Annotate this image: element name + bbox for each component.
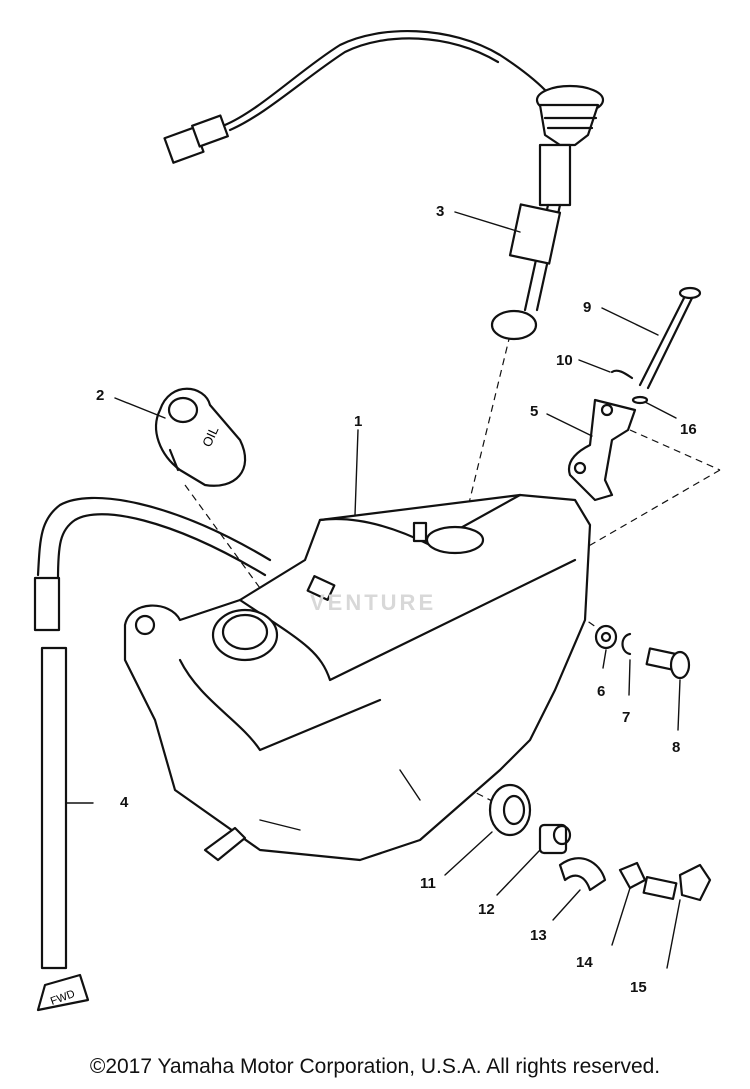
watermark: VENTURE — [310, 590, 437, 615]
part-label-15: 15 — [630, 979, 647, 996]
part-label-1: 1 — [354, 413, 363, 430]
part-label-5: 5 — [530, 403, 539, 420]
part-label-11: 11 — [420, 875, 436, 892]
part-label-9: 9 — [583, 299, 592, 316]
breather-hose-drawing: FWD — [33, 496, 272, 1012]
long-bolt-drawing — [631, 286, 702, 405]
copyright-notice: ©2017 Yamaha Motor Corporation, U.S.A. A… — [89, 1055, 661, 1078]
bracket-drawing — [567, 398, 637, 502]
fuel-gauge-sender-drawing — [163, 29, 605, 341]
tank-cap-drawing: OIL — [155, 387, 247, 487]
parts-diagram: OIL FWD — [33, 29, 721, 1012]
part-label-12: 12 — [478, 901, 495, 918]
part-label-2: 2 — [96, 387, 105, 404]
part-label-7: 7 — [622, 709, 631, 726]
part-label-8: 8 — [672, 739, 681, 756]
part-label-10: 10 — [556, 352, 573, 369]
part-label-14: 14 — [576, 954, 593, 971]
part-label-6: 6 — [597, 683, 606, 700]
leader-lines — [65, 211, 681, 969]
part-label-13: 13 — [530, 927, 547, 944]
fastener-set-1 — [594, 624, 691, 680]
cotter-pin-drawing — [610, 369, 634, 380]
part-label-4: 4 — [120, 794, 129, 811]
fastener-set-2 — [488, 783, 712, 902]
oil-tank-drawing — [123, 493, 592, 862]
part-label-16: 16 — [680, 421, 697, 438]
part-label-3: 3 — [436, 203, 445, 220]
